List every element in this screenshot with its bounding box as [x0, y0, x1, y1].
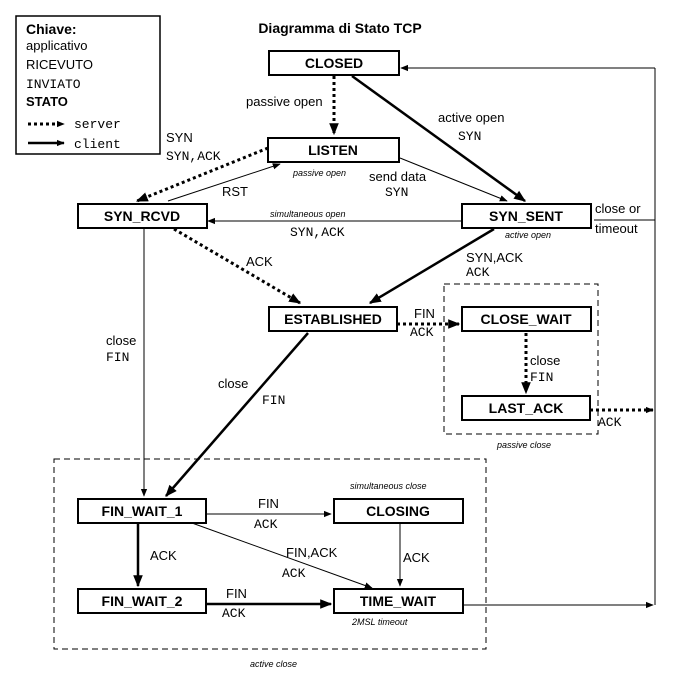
label-ack-closing: ACK — [403, 550, 430, 565]
label-ack-fw2: ACK — [222, 606, 246, 621]
state-established: ESTABLISHED — [268, 306, 398, 332]
legend-server: server — [74, 117, 121, 132]
label-fin-to-close-wait: FIN — [414, 306, 435, 321]
label-send-data: send data — [369, 169, 427, 184]
label-timeout: timeout — [595, 221, 638, 236]
state-last-ack: LAST_ACK — [461, 395, 591, 421]
state-syn-rcvd-label: SYN_RCVD — [104, 208, 180, 224]
state-close-wait-label: CLOSE_WAIT — [480, 311, 571, 327]
legend-applicativo: applicativo — [26, 38, 87, 53]
state-listen: LISTEN — [267, 137, 400, 163]
label-close-synrcvd: close — [106, 333, 136, 348]
listen-to-syn-sent-arrow — [399, 157, 508, 202]
label-rst: RST — [222, 184, 248, 199]
state-time-wait-label: TIME_WAIT — [360, 593, 437, 609]
state-fin-wait-1-label: FIN_WAIT_1 — [102, 503, 183, 519]
state-closed-label: CLOSED — [305, 55, 363, 71]
state-listen-label: LISTEN — [308, 142, 358, 158]
legend-inviato: INVIATO — [26, 77, 81, 92]
label-simultaneous-open-synack: SYN,ACK — [290, 225, 345, 240]
state-last-ack-label: LAST_ACK — [489, 400, 564, 416]
label-fin-est: FIN — [262, 393, 285, 408]
established-to-fin-wait-1-arrow — [165, 332, 309, 497]
label-finack-ack: ACK — [282, 566, 306, 581]
label-ack-fw1: ACK — [254, 517, 278, 532]
label-ack-syn-rcvd: ACK — [246, 254, 273, 269]
label-ack-last: ACK — [598, 415, 622, 430]
label-active-open-note: active open — [505, 230, 551, 240]
legend-ricevuto: RICEVUTO — [26, 57, 93, 72]
syn-rcvd-to-established-arrow — [173, 227, 302, 305]
state-established-label: ESTABLISHED — [284, 311, 382, 327]
label-close-est: close — [218, 376, 248, 391]
label-active-open: active open — [438, 110, 505, 125]
syn-rcvd-to-listen-arrow — [167, 163, 281, 202]
label-fin-cw: FIN — [530, 370, 553, 385]
state-closed: CLOSED — [268, 50, 400, 76]
state-close-wait: CLOSE_WAIT — [461, 306, 592, 332]
active-close-region — [53, 458, 487, 650]
state-syn-rcvd: SYN_RCVD — [77, 203, 208, 229]
label-close-or: close or — [595, 201, 641, 216]
label-simultaneous-close: simultaneous close — [350, 481, 427, 491]
state-fin-wait-2-label: FIN_WAIT_2 — [102, 593, 183, 609]
state-closing: CLOSING — [333, 498, 464, 524]
fin-wait-1-to-time-wait-arrow — [191, 522, 373, 589]
label-passive-close: passive close — [496, 440, 551, 450]
diagram-title: Diagramma di Stato TCP — [258, 20, 421, 36]
label-synack-ack: ACK — [466, 265, 490, 280]
legend-stato: STATO — [26, 94, 68, 109]
legend-client: client — [74, 137, 121, 152]
label-syn-rcvd-syn: SYN — [166, 130, 193, 145]
state-syn-sent-label: SYN_SENT — [489, 208, 563, 224]
label-msl-timeout: 2MSL timeout — [351, 617, 408, 627]
legend-heading: Chiave: — [26, 21, 77, 37]
label-synack-recv: SYN,ACK — [466, 250, 523, 265]
label-finack: FIN,ACK — [286, 545, 338, 560]
legend: Chiave: applicativo RICEVUTO INVIATO STA… — [15, 15, 161, 155]
label-passive-open: passive open — [246, 94, 323, 109]
label-fin-fw1: FIN — [258, 496, 279, 511]
state-syn-sent: SYN_SENT — [461, 203, 592, 229]
syn-sent-to-established-arrow — [368, 227, 495, 305]
label-ack-to-close-wait: ACK — [410, 325, 434, 340]
state-time-wait: TIME_WAIT — [333, 588, 464, 614]
label-close-cw: close — [530, 353, 560, 368]
label-fin-synrcvd: FIN — [106, 350, 129, 365]
label-fin-fw2: FIN — [226, 586, 247, 601]
label-ack-fw1-fw2: ACK — [150, 548, 177, 563]
label-active-close: active close — [250, 659, 297, 669]
label-passive-open-note: passive open — [292, 168, 346, 178]
label-syn-rcvd-synack: SYN,ACK — [166, 149, 221, 164]
label-simultaneous-open: simultaneous open — [270, 209, 346, 219]
closed-to-syn-sent-arrow — [351, 74, 526, 203]
label-send-data-syn: SYN — [385, 185, 408, 200]
state-closing-label: CLOSING — [366, 503, 430, 519]
label-active-open-syn: SYN — [458, 129, 481, 144]
state-fin-wait-1: FIN_WAIT_1 — [77, 498, 207, 524]
state-fin-wait-2: FIN_WAIT_2 — [77, 588, 207, 614]
legend-box — [15, 15, 161, 155]
passive-close-region — [443, 283, 599, 435]
